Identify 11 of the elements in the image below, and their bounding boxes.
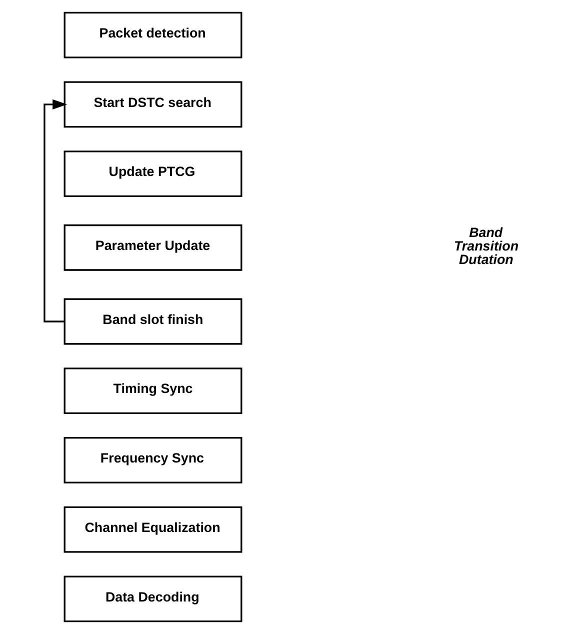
node-box: Timing Sync — [64, 368, 242, 414]
node-box: Data Decoding — [64, 576, 242, 622]
node-box: Start DSTC search — [64, 81, 242, 128]
node-box: Packet detection — [64, 12, 242, 58]
arrow — [44, 99, 68, 322]
node-box: Update PTCG — [64, 150, 242, 197]
node-box: Channel Equalization — [64, 506, 242, 553]
node-box: Frequency Sync — [64, 437, 242, 484]
node-box: Parameter Update — [64, 224, 242, 271]
label: Band Transition Dutation — [454, 225, 519, 267]
node-box: Band slot finish — [64, 298, 242, 345]
